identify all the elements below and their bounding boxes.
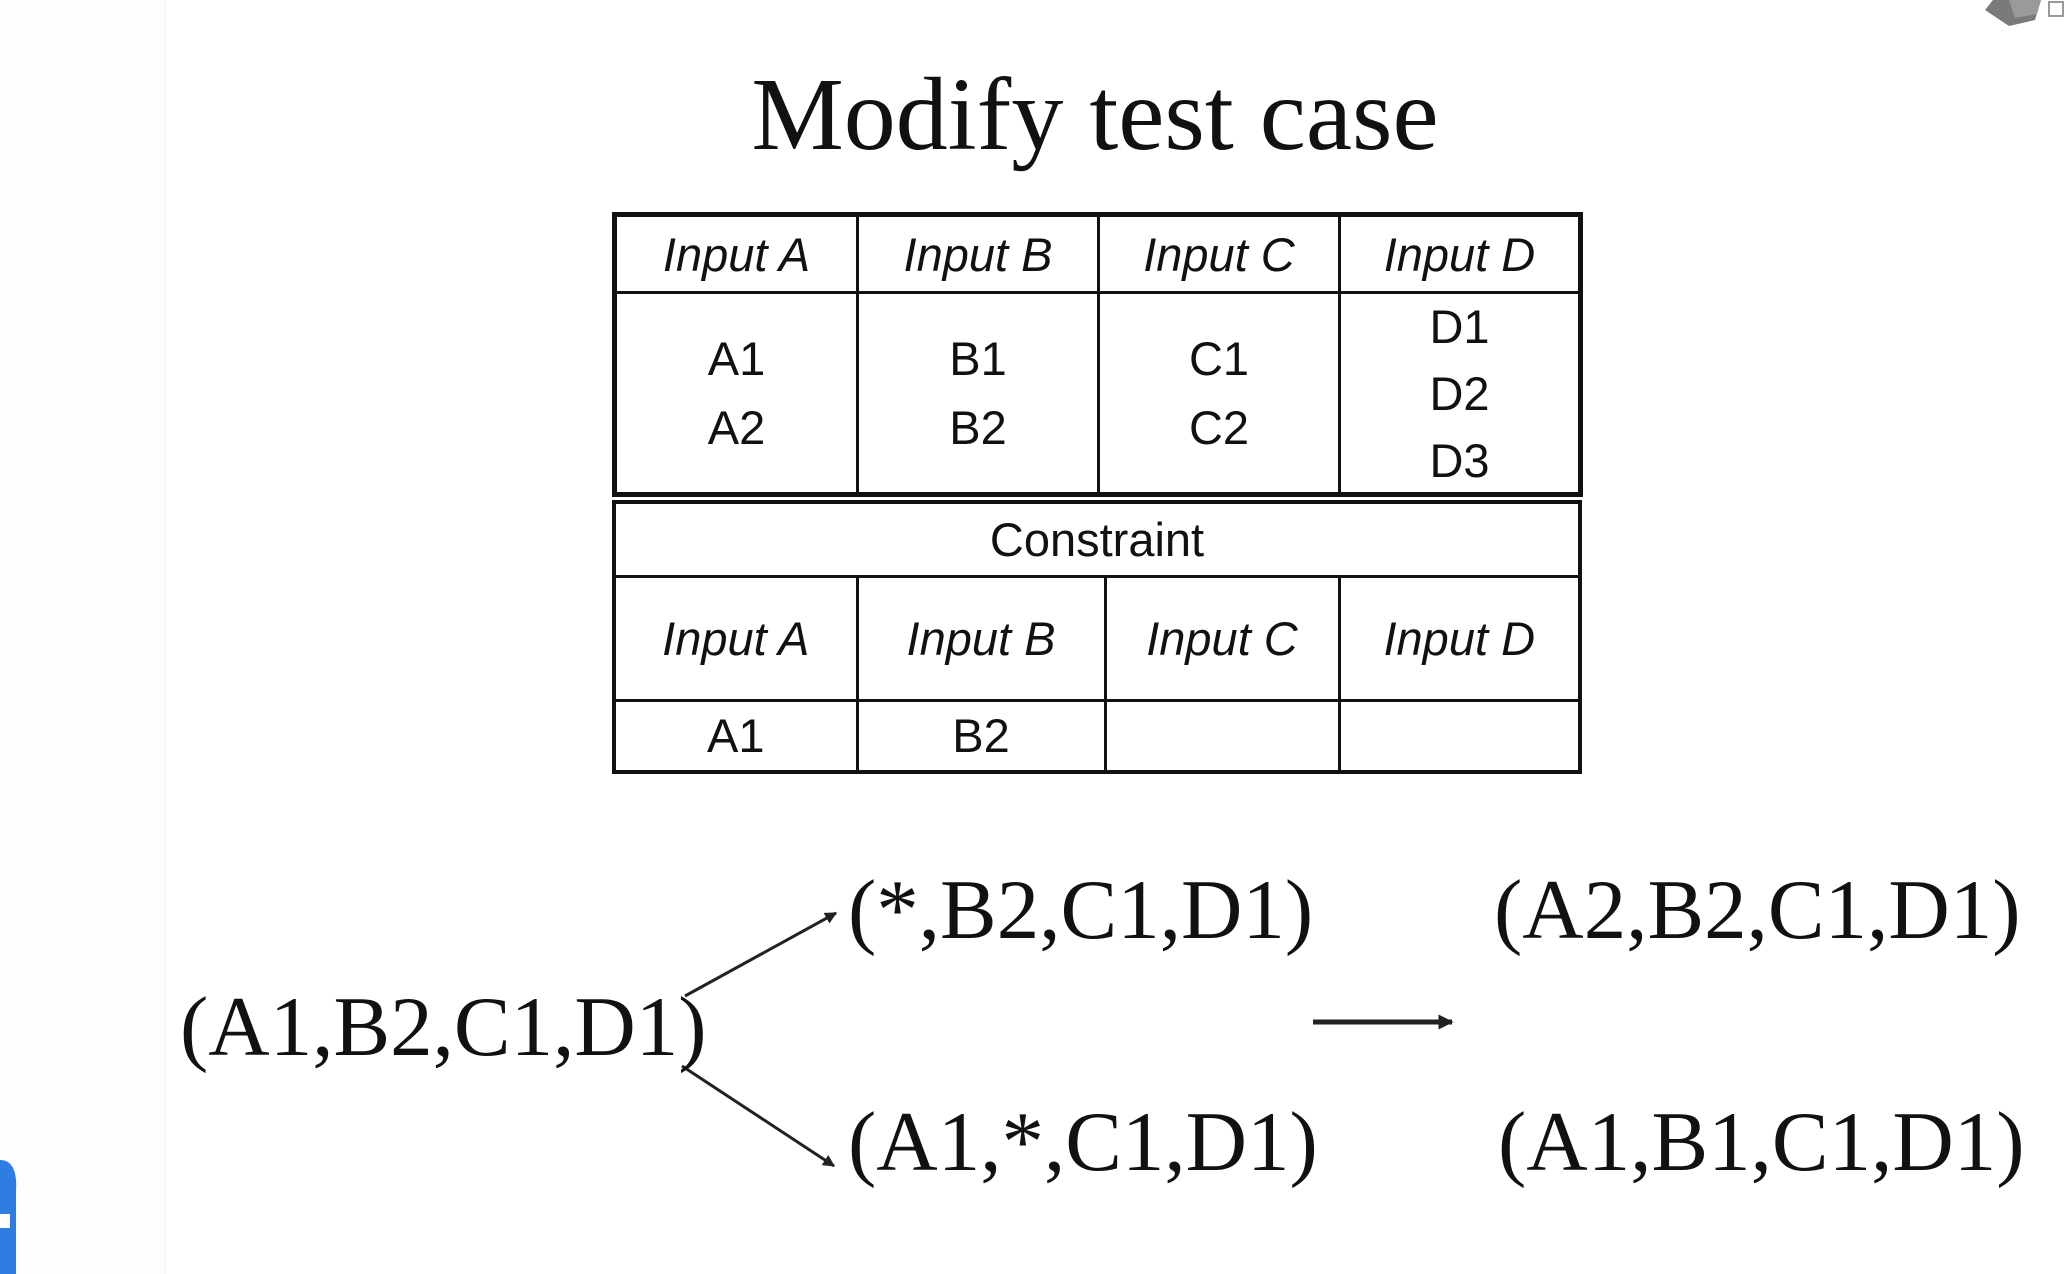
inputs-values-b: B1 B2 — [856, 291, 1100, 496]
value-b1: B1 — [949, 332, 1007, 385]
constraint-title: Constraint — [612, 500, 1582, 578]
constraint-title-row: Constraint — [612, 500, 1582, 578]
top-result-tuple: (A2,B2,C1,D1) — [1494, 863, 2021, 957]
value-c1: C1 — [1188, 332, 1250, 385]
value-d3: D3 — [1429, 433, 1490, 487]
constraint-header-c: Input C — [1103, 574, 1341, 702]
value-d1: D1 — [1429, 299, 1490, 353]
constraint-values-row: A1 B2 — [612, 698, 1582, 774]
arrow-to-top-candidate — [684, 911, 838, 998]
arrow-to-bottom-candidate — [681, 1064, 836, 1168]
constraint-table: Constraint Input A Input B Input C Input… — [612, 500, 1583, 774]
inputs-values-c: C1 C2 — [1097, 291, 1341, 496]
bottom-result-tuple: (A1,B1,C1,D1) — [1498, 1095, 2025, 1189]
inputs-header-a: Input A — [613, 213, 859, 294]
value-d2: D2 — [1429, 366, 1490, 420]
brand-logo-icon — [0, 1160, 17, 1274]
inputs-header-d: Input D — [1338, 213, 1582, 294]
page-title: Modify test case — [751, 57, 1439, 172]
inputs-header-row: Input A Input B Input C Input D — [613, 213, 1582, 294]
corner-cube-icon — [1985, 0, 2064, 26]
value-a2: A2 — [707, 401, 766, 454]
inputs-header-c: Input C — [1097, 213, 1341, 294]
inputs-values-row: A1 A2 B1 B2 C1 C2 D1 D2 — [613, 291, 1582, 496]
constraint-header-row: Input A Input B Input C Input D — [612, 574, 1582, 702]
value-c2: C2 — [1188, 401, 1250, 454]
inputs-values-a: A1 A2 — [613, 291, 859, 496]
inputs-values-d: D1 D2 D3 — [1338, 291, 1582, 496]
constraint-header-d: Input D — [1337, 574, 1582, 702]
left-margin-strip — [0, 0, 166, 1274]
value-a1: A1 — [707, 332, 766, 385]
value-b2: B2 — [949, 401, 1007, 454]
top-candidate-tuple: (*,B2,C1,D1) — [848, 863, 1314, 957]
constraint-value-a: A1 — [612, 698, 859, 774]
constraint-header-a: Input A — [612, 574, 859, 702]
source-tuple: (A1,B2,C1,D1) — [180, 980, 707, 1074]
constraint-header-b: Input B — [855, 574, 1107, 702]
inputs-header-b: Input B — [856, 213, 1100, 294]
constraint-value-b: B2 — [855, 698, 1107, 774]
inputs-table: Input A Input B Input C Input D A1 A2 B1… — [612, 212, 1583, 497]
bottom-candidate-tuple: (A1,*,C1,D1) — [848, 1095, 1318, 1189]
constraint-value-c — [1103, 698, 1341, 774]
constraint-value-d — [1337, 698, 1582, 774]
